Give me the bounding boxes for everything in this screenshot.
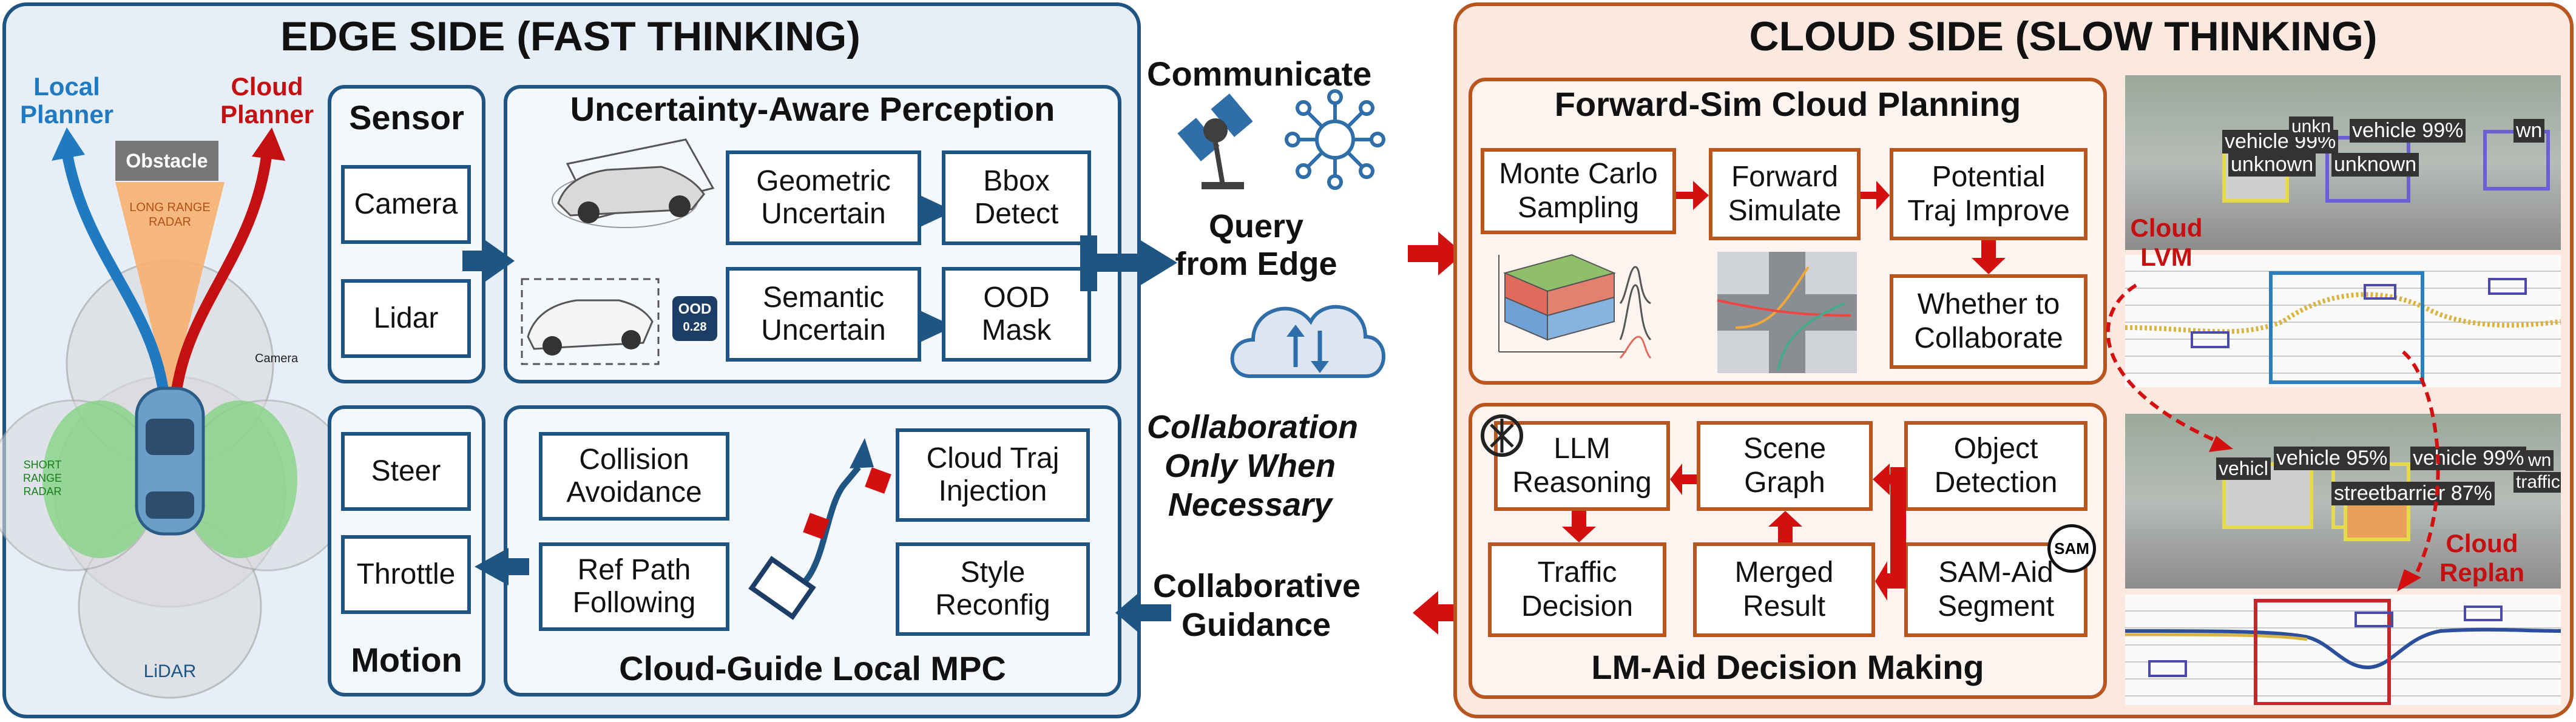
monte-carlo-box: Monte Carlo Sampling — [1481, 148, 1676, 234]
det-label: streetbarrier 87% — [2331, 482, 2495, 505]
camera-box: Camera — [341, 165, 471, 244]
bev-replan-trajectory — [2125, 599, 2561, 705]
forward-simulate-box: Forward Simulate — [1709, 148, 1861, 240]
cloud-planner-label: Cloud Planner — [220, 72, 314, 129]
satellite-icon — [1177, 93, 1253, 189]
det-label: traffic — [2513, 472, 2561, 493]
llm-reasoning-box: LLM Reasoning — [1494, 421, 1670, 511]
local-planner-label: Local Planner — [19, 72, 114, 129]
cloud-title: CLOUD SIDE (SLOW THINKING) — [1749, 13, 2378, 59]
obstacle-label: Obstacle — [126, 150, 208, 172]
bottom-camera-image: vehicl vehicle 95% vehicle 99% streetbar… — [2125, 414, 2561, 589]
style-reconfig-box: Style Reconfig — [896, 542, 1090, 636]
det-label: vehicle 99% — [2350, 119, 2466, 143]
det-label: vehicle 99% — [2222, 130, 2339, 154]
collaboration-label: Collaboration Only When Necessary — [1147, 409, 1358, 523]
lidar-box: Lidar — [341, 279, 471, 358]
det-label: vehicl — [2216, 457, 2271, 480]
throttle-box: Throttle — [341, 535, 471, 614]
merged-result-box: Merged Result — [1693, 542, 1875, 637]
potential-traj-box: Potential Traj Improve — [1890, 148, 2088, 240]
openai-logo-icon — [1481, 414, 1523, 457]
traffic-decision-box: Traffic Decision — [1488, 542, 1666, 637]
collaborative-guidance-label: Collaborative Guidance — [1153, 568, 1361, 643]
geometric-uncertain-box: Geometric Uncertain — [726, 150, 921, 245]
scene-graph-box: Scene Graph — [1697, 421, 1873, 511]
collision-avoidance-box: Collision Avoidance — [539, 432, 729, 521]
det-label: vehicle 99% — [2410, 447, 2527, 470]
mpc-title: Cloud-Guide Local MPC — [619, 649, 1006, 687]
ood-badge-label: OOD — [678, 301, 712, 317]
camera-range-label: Camera — [255, 352, 299, 365]
top-camera-image: vehicle 99% vehicle 99% unknown unknown … — [2125, 75, 2561, 250]
intersection-illustration — [1717, 252, 1857, 373]
det-label: wn — [2513, 119, 2545, 143]
lidar-range-label: LiDAR — [143, 661, 197, 681]
object-detection-box: Object Detection — [1904, 421, 2088, 511]
det-label: unkn — [2289, 116, 2334, 137]
motion-title: Motion — [351, 641, 462, 679]
communicate-label: Communicate — [1147, 55, 1372, 93]
det-label: unknown — [2228, 153, 2316, 177]
edge-title: EDGE SIDE (FAST THINKING) — [280, 13, 860, 59]
query-from-edge-label: Query from Edge — [1175, 208, 1337, 282]
sam-aid-segment-box: SAM-Aid Segment — [1904, 542, 2088, 637]
ood-badge-value: 0.28 — [683, 320, 707, 334]
bbox-detect-box: Bbox Detect — [942, 150, 1091, 245]
whether-collaborate-box: Whether to Collaborate — [1890, 274, 2088, 369]
ood-mask-box: OOD Mask — [942, 267, 1091, 362]
ood-badge: OOD 0.28 — [672, 296, 717, 341]
ref-path-following-box: Ref Path Following — [539, 542, 729, 631]
det-label: wn — [2526, 450, 2554, 471]
cloud-replan-label: Cloud Replan — [2439, 529, 2525, 587]
obstacle-box — [115, 141, 218, 181]
semantic-uncertain-box: Semantic Uncertain — [726, 267, 921, 362]
bottom-bev-map — [2125, 595, 2561, 705]
cloud-upload-icon — [1230, 305, 1385, 378]
sensor-title: Sensor — [349, 98, 464, 137]
network-hub-icon — [1285, 89, 1385, 190]
steer-box: Steer — [341, 432, 471, 511]
long-range-radar-label: LONG RANGE RADAR — [129, 201, 211, 229]
top-bev-map — [2125, 255, 2561, 387]
sam-badge-label: SAM — [2054, 539, 2089, 558]
planning-title: Forward-Sim Cloud Planning — [1554, 85, 2021, 123]
cloud-traj-injection-box: Cloud Traj Injection — [896, 428, 1090, 522]
short-range-radar-label: SHORT RANGE RADAR — [22, 459, 62, 498]
perception-title: Uncertainty-Aware Perception — [570, 90, 1055, 128]
probability-grid-plot — [1498, 254, 1652, 359]
decision-title: LM-Aid Decision Making — [1591, 648, 1984, 686]
sam-badge: SAM — [2047, 524, 2096, 573]
det-label: vehicle 95% — [2274, 447, 2390, 470]
det-label: unknown — [2331, 153, 2419, 177]
cloud-lvm-label: Cloud LVM — [2130, 214, 2203, 271]
bev-trajectory — [2125, 271, 2561, 384]
